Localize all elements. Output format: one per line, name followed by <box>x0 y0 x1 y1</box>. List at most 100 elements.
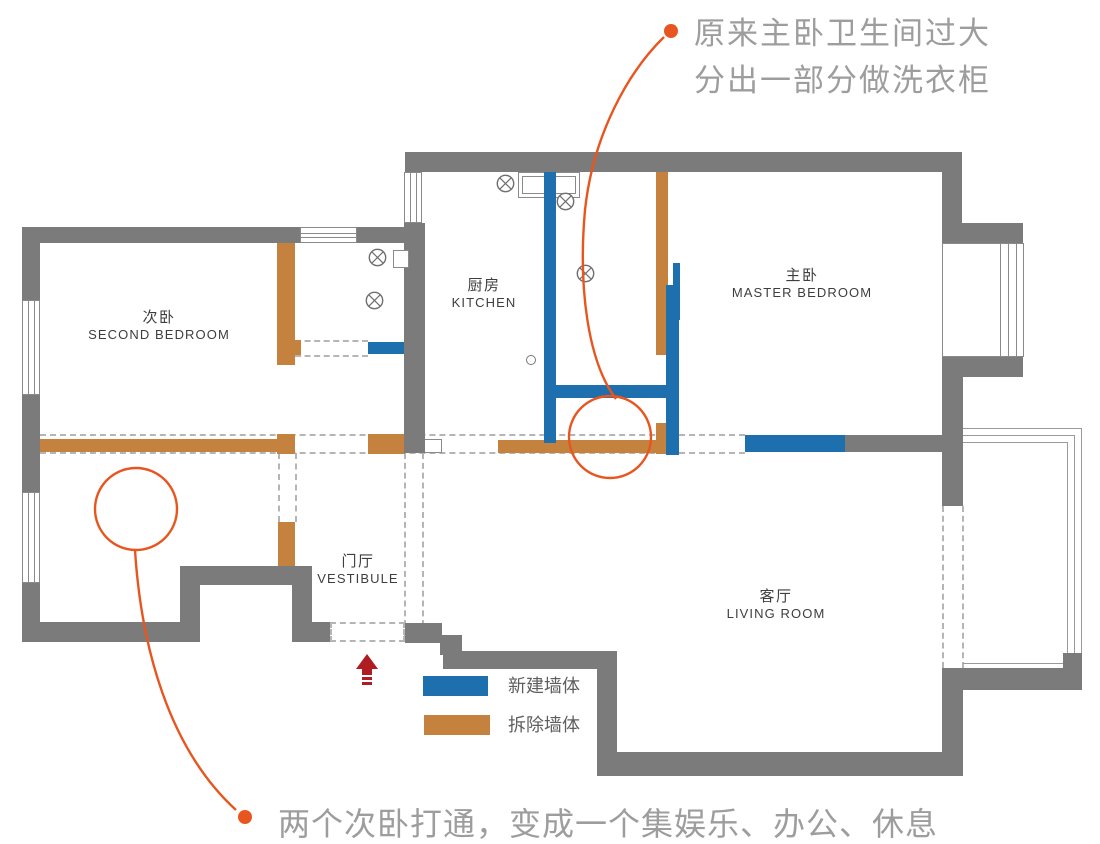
window-glazing-line <box>301 232 356 234</box>
window <box>300 227 357 243</box>
annotation-circle-bedroom <box>93 466 179 552</box>
wall-segment <box>942 357 1023 377</box>
removed-wall-dashed-line <box>295 453 297 522</box>
wall-segment <box>440 635 462 655</box>
bay-window <box>963 442 1068 664</box>
window-glazing-line <box>33 301 35 394</box>
wall-segment <box>405 623 442 643</box>
window-glazing-line <box>1008 244 1009 356</box>
demolished-wall-segment <box>40 439 277 452</box>
note-line: 分出一部分做洗衣柜 <box>694 63 991 98</box>
window <box>404 172 422 223</box>
arrow-head <box>356 654 378 669</box>
room-label-kitchen: 厨房 KITCHEN <box>452 277 517 310</box>
wall-segment <box>22 395 40 492</box>
circle-cross-icon <box>576 264 595 283</box>
wall-segment <box>180 585 200 622</box>
demolished-wall-segment <box>278 522 295 567</box>
new-wall-segment <box>673 263 680 320</box>
window-glazing-line <box>410 173 412 222</box>
room-label-second-bedroom: 次卧 SECOND BEDROOM <box>88 309 230 342</box>
wall-segment <box>942 167 962 223</box>
window-glazing-line <box>301 237 356 239</box>
room-name-cn: 次卧 <box>142 309 176 326</box>
room-label-vestibule: 门厅 VESTIBULE <box>317 553 398 586</box>
wall-segment <box>180 566 312 585</box>
wall-segment <box>963 668 1082 690</box>
new-wall-segment <box>745 435 845 452</box>
legend-label-new-wall: 新建墙体 <box>508 676 580 696</box>
demolished-wall-segment <box>656 423 668 454</box>
demolished-wall-segment <box>498 440 668 453</box>
legend-swatch-demolished-wall <box>424 715 490 735</box>
room-name-en: VESTIBULE <box>317 571 399 586</box>
demolished-wall-segment <box>295 340 301 355</box>
wall-segment <box>597 752 962 776</box>
annotation-dot-bottom <box>238 810 252 824</box>
annotation-note-master-bath: 原来主卧卫生间过大 分出一部分做洗衣柜 <box>694 10 991 104</box>
wall-segment <box>357 227 405 243</box>
entrance-arrow-icon <box>356 654 378 687</box>
arrow-bar <box>362 677 372 680</box>
note-line: 原来主卧卫生间过大 <box>694 16 991 51</box>
entry-door-opening <box>330 622 405 642</box>
small-circle-symbol <box>526 355 536 365</box>
wall-segment <box>292 622 330 642</box>
circle-cross-icon <box>496 174 515 193</box>
annotation-curve-top <box>581 36 665 400</box>
wall-segment <box>443 651 617 669</box>
annotation-circle-bathroom <box>567 394 653 480</box>
room-name-en: KITCHEN <box>451 295 517 310</box>
circle-cross-icon <box>365 291 384 310</box>
arrow-bar <box>362 682 372 685</box>
room-name-en: SECOND BEDROOM <box>88 327 230 342</box>
wall-segment <box>292 585 312 622</box>
removed-wall-dashed-line <box>295 340 368 342</box>
wall-segment <box>597 669 617 752</box>
wall-segment <box>845 435 942 452</box>
circle-cross-icon <box>556 192 575 211</box>
wall-segment <box>1063 653 1082 668</box>
wall-opening-box <box>423 439 442 453</box>
room-name-cn: 主卧 <box>785 267 819 284</box>
wall-segment <box>942 223 1023 243</box>
removed-wall-dashed-line <box>942 506 944 668</box>
legend-label-demolished-wall: 拆除墙体 <box>508 715 580 735</box>
room-name-en: LIVING ROOM <box>726 606 826 621</box>
wall-segment <box>22 227 300 243</box>
room-label-living-room: 客厅 LIVING ROOM <box>727 588 826 621</box>
wall-segment <box>22 243 40 300</box>
new-wall-segment <box>666 285 679 455</box>
annotation-note-second-bedroom: 两个次卧打通，变成一个集娱乐、办公、休息 <box>278 806 939 842</box>
window-glazing-line <box>1016 244 1017 356</box>
removed-wall-dashed-line <box>295 355 368 357</box>
room-name-en: MASTER BEDROOM <box>731 285 873 300</box>
new-wall-segment <box>550 385 678 398</box>
window-glazing-line <box>1000 244 1001 356</box>
new-wall-segment <box>544 172 556 443</box>
circle-cross-icon <box>368 248 387 267</box>
window <box>22 492 40 583</box>
removed-wall-dashed-line <box>404 453 406 636</box>
wall-segment <box>942 668 963 776</box>
window-glazing-line <box>33 493 35 582</box>
room-name-cn: 厨房 <box>467 277 501 294</box>
wall-segment <box>404 223 425 453</box>
arrow-bar <box>362 669 372 675</box>
window <box>22 300 40 395</box>
annotation-dot-top <box>664 24 678 38</box>
window-glazing-line <box>28 301 30 394</box>
demolished-wall-segment <box>368 434 405 454</box>
removed-wall-dashed-line <box>278 453 280 522</box>
room-label-master-bedroom: 主卧 MASTER BEDROOM <box>732 267 872 300</box>
demolished-wall-segment <box>277 434 295 454</box>
wall-segment <box>942 377 963 506</box>
wall-segment <box>405 152 962 172</box>
room-name-cn: 门厅 <box>341 553 375 570</box>
demolished-wall-segment <box>277 243 295 365</box>
window-glazing-line <box>415 173 417 222</box>
removed-wall-dashed-line <box>962 506 964 668</box>
window-glazing-line <box>28 493 30 582</box>
room-name-cn: 客厅 <box>759 588 793 605</box>
